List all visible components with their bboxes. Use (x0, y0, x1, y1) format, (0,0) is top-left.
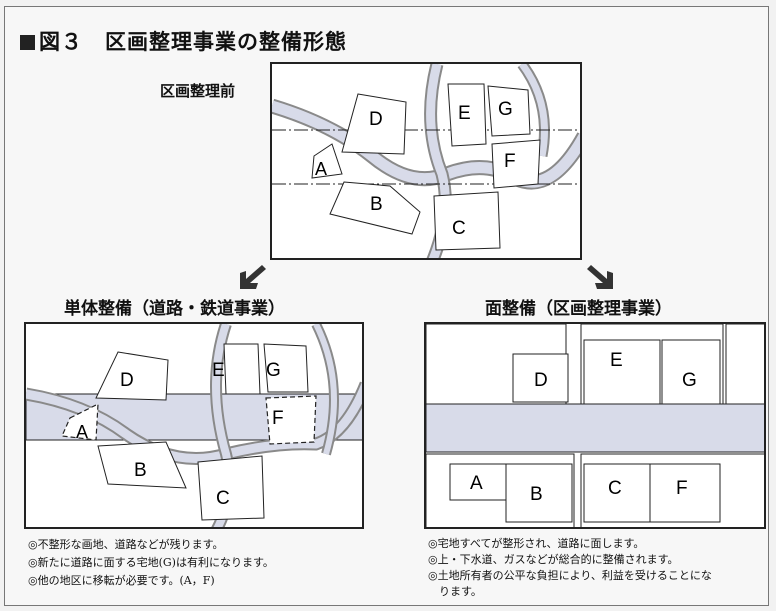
before-label: 区画整理前 (160, 82, 236, 100)
lot-g-label: G (682, 370, 697, 391)
lot-f-label: F (504, 151, 516, 172)
note-line: ◎上・下水道、ガスなどが総合的に整備されます。 (428, 553, 679, 566)
lot-a-label: A (76, 422, 88, 442)
lot-c-label: C (452, 218, 466, 239)
note-line: ◎他の地区に移転が必要です。(A，F) (28, 574, 215, 587)
note-line: ◎土地所有者の公平な負担により、利益を受けることにな (428, 569, 712, 582)
lot-d-label: D (120, 370, 134, 391)
lot-b-label: B (370, 194, 383, 215)
lot-f-label: F (676, 478, 688, 499)
note-line: ◎宅地すべてが整形され、道路に面します。 (428, 537, 645, 550)
lot-a-label: A (315, 159, 327, 179)
lot-b-label: B (134, 460, 147, 481)
notes-right: ◎宅地すべてが整形され、道路に面します。 ◎上・下水道、ガスなどが総合的に整備さ… (428, 536, 712, 600)
lot-d-label: D (369, 109, 383, 130)
single-diagram: D A B E G F C (24, 322, 364, 529)
lot-b-label: B (530, 484, 543, 505)
square-bullet-icon (20, 35, 35, 50)
lot-g-label: G (266, 360, 281, 381)
before-diagram: D A B E G F C (270, 62, 582, 260)
lot-f-label: F (272, 408, 284, 429)
area-diagram: D E G A B C F (424, 322, 766, 529)
lot-c-label: C (608, 478, 622, 499)
lot-e-label: E (458, 103, 471, 124)
arrow-down-left-icon (240, 265, 266, 289)
figure-title: 図３ 区画整理事業の整備形態 (20, 26, 347, 56)
lot-d-label: D (534, 370, 548, 391)
lot-e-label: E (610, 350, 623, 371)
lot-e-label: E (212, 360, 225, 381)
arrow-down-right-icon (587, 265, 613, 289)
note-line: ◎不整形な画地、道路などが残ります。 (28, 538, 224, 551)
note-line: ◎新たに道路に面する宅地(G)は有利になります。 (28, 556, 274, 569)
area-label: 面整備（区画整理事業） (485, 299, 672, 319)
title-text: 図３ 区画整理事業の整備形態 (39, 30, 347, 54)
note-line: ります。 (428, 585, 482, 598)
notes-left: ◎不整形な画地、道路などが残ります。 ◎新たに道路に面する宅地(G)は有利になり… (28, 536, 274, 590)
single-label: 単体整備（道路・鉄道事業） (64, 299, 285, 319)
lot-a-label: A (470, 473, 483, 494)
lot-g-label: G (498, 99, 513, 120)
lot-c-label: C (216, 488, 230, 509)
